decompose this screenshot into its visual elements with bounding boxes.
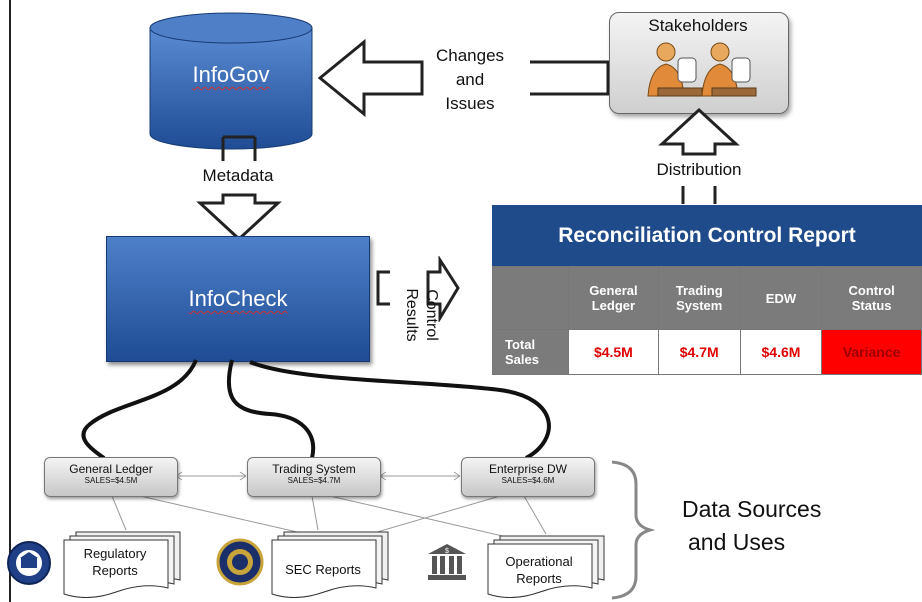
sec-reports-label: SEC Reports (285, 562, 361, 577)
data-sources-brace (611, 460, 656, 600)
value-trading-system: $4.7M (657, 329, 741, 375)
control-results-label: Control Results (403, 288, 440, 342)
value-general-ledger: $4.5M (568, 329, 659, 375)
link-gl-regulatory (111, 495, 127, 531)
header-cell-edw: EDW (739, 266, 823, 330)
infogov-database-icon[interactable] (148, 12, 314, 152)
changes-arrow (318, 38, 610, 118)
source-trading-system[interactable]: Trading System SALES=$4.7M (247, 457, 381, 497)
cable-to-general-ledger (81, 359, 198, 460)
operational-reports-doc[interactable] (484, 534, 608, 598)
source-general-ledger[interactable]: General Ledger SALES=$4.5M (44, 457, 178, 497)
svg-text:$: $ (445, 548, 449, 555)
bank-icon: $ (428, 544, 466, 580)
cable-to-trading-system (226, 359, 316, 459)
header-cell-empty (491, 266, 570, 330)
metadata-label: Metadata (202, 166, 274, 185)
stakeholders-people-icon (647, 42, 757, 97)
infocheck-box[interactable]: InfoCheck (106, 236, 370, 362)
left-divider (9, 0, 11, 602)
link-ts-sec (311, 495, 319, 531)
stakeholders-title: Stakeholders (648, 16, 748, 35)
infogov-label: InfoGov (192, 62, 270, 87)
distribution-arrow (658, 108, 740, 204)
cable-to-enterprise-dw (249, 360, 551, 460)
regulator-seal-icon (7, 541, 51, 585)
report-title: Reconciliation Control Report (492, 205, 922, 266)
sec-reports-doc[interactable] (268, 530, 392, 598)
sec-seal-icon (216, 538, 264, 586)
data-sources-label: Data Sources and Uses (682, 496, 822, 555)
control-results-arrow (376, 256, 460, 322)
value-edw: $4.6M (739, 329, 823, 375)
distribution-label: Distribution (656, 160, 742, 179)
stakeholders-box[interactable] (609, 12, 789, 114)
source-enterprise-dw[interactable]: Enterprise DW SALES=$4.6M (461, 457, 595, 497)
status-variance: Variance (821, 329, 922, 375)
metadata-arrow (196, 135, 282, 241)
link-edw-operational (523, 495, 547, 535)
changes-issues-label: Changes and Issues (435, 46, 505, 113)
regulatory-reports-doc[interactable] (60, 530, 184, 598)
